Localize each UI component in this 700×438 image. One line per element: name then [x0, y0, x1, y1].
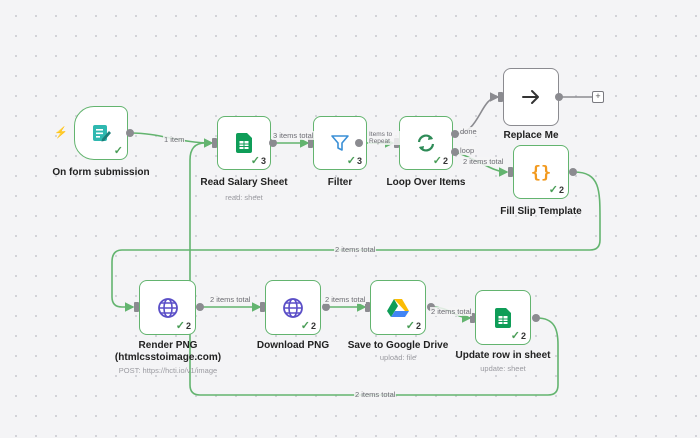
output-handle[interactable] [322, 303, 330, 311]
input-handle[interactable] [498, 92, 503, 102]
node-label: Fill Slip Template [500, 206, 582, 217]
code-braces-icon: {} [530, 162, 552, 183]
node-label: Download PNG [256, 340, 330, 351]
edge-label: 2 items total [354, 390, 397, 399]
edge-label: loop [459, 146, 476, 155]
edge-label: 2 items total [209, 295, 252, 304]
edge-label: 1 item [163, 135, 186, 144]
node-fill-slip-template[interactable]: {} ✓2 [513, 145, 569, 199]
success-check: ✓2 [175, 320, 191, 332]
node-download-png[interactable]: ✓2 [265, 280, 321, 335]
output-handle[interactable] [355, 139, 363, 147]
google-sheets-icon [236, 133, 252, 153]
node-label: Update row in sheet [455, 350, 551, 361]
node-subtitle: update: sheet [480, 364, 526, 373]
globe-icon [157, 297, 179, 319]
input-handle[interactable] [308, 138, 313, 148]
trigger-bolt-icon: ⚡ [54, 127, 68, 139]
node-subtitle: read: sheet [225, 193, 263, 202]
success-check: ✓2 [300, 320, 316, 332]
success-check: ✓ [113, 145, 123, 157]
node-label: Loop Over Items [386, 177, 466, 188]
edge-label: 2 items total [430, 307, 473, 316]
node-label: Replace Me [503, 130, 559, 141]
input-handle[interactable] [134, 302, 139, 312]
arrow-right-icon [522, 89, 540, 105]
output-handle[interactable] [269, 139, 277, 147]
google-drive-icon [386, 298, 410, 318]
output-handle[interactable] [555, 93, 563, 101]
node-label: Read Salary Sheet [200, 177, 288, 188]
output-handle[interactable] [126, 129, 134, 137]
success-check: ✓2 [405, 320, 421, 332]
node-loop-over-items[interactable]: ✓2 [399, 116, 453, 170]
filter-funnel-icon [330, 133, 350, 153]
success-check: ✓2 [510, 330, 526, 342]
input-handle[interactable] [212, 138, 217, 148]
node-label: Filter [327, 177, 353, 188]
loop-arrows-icon [415, 132, 437, 154]
success-check: ✓3 [250, 155, 266, 167]
node-read-salary-sheet[interactable]: ✓3 [217, 116, 271, 170]
node-save-to-google-drive[interactable]: ✓2 [370, 280, 426, 335]
node-label: Save to Google Drive [347, 340, 449, 351]
output-handle[interactable] [196, 303, 204, 311]
input-handle[interactable] [470, 313, 475, 323]
success-check: ✓3 [346, 155, 362, 167]
edge-label: 2 items total [462, 157, 505, 166]
output-handle[interactable] [532, 314, 540, 322]
node-replace-me[interactable] [503, 68, 559, 126]
node-subtitle: upload: file [379, 353, 417, 362]
input-handle[interactable] [508, 167, 513, 177]
svg-text:{}: {} [531, 163, 551, 182]
output-handle[interactable] [569, 168, 577, 176]
edge-label: Items to Repeat [368, 131, 400, 146]
edge-label: 2 items total [334, 245, 377, 254]
edge-label: 2 items total [324, 295, 367, 304]
input-handle[interactable] [365, 302, 370, 312]
edge-label: done [459, 127, 478, 136]
node-update-row-in-sheet[interactable]: ✓2 [475, 290, 531, 345]
google-sheets-icon [495, 307, 511, 328]
node-on-form-submission[interactable]: ✓ [74, 106, 128, 160]
globe-icon [282, 297, 304, 319]
node-label: On form submission [52, 167, 150, 178]
success-check: ✓2 [548, 184, 564, 196]
node-subtitle: POST: https://hcti.io/v1/image [118, 366, 218, 375]
output-handle-done[interactable] [451, 130, 459, 138]
output-handle-loop[interactable] [451, 148, 459, 156]
input-handle[interactable] [260, 302, 265, 312]
node-label: Render PNG (htmlcsstoimage.com) [114, 340, 222, 363]
success-check: ✓2 [432, 155, 448, 167]
form-trigger-icon [90, 122, 112, 144]
edge-label: 3 items total [272, 131, 315, 140]
add-node-plus-icon[interactable]: + [592, 91, 604, 103]
node-render-png[interactable]: ✓2 [139, 280, 196, 335]
